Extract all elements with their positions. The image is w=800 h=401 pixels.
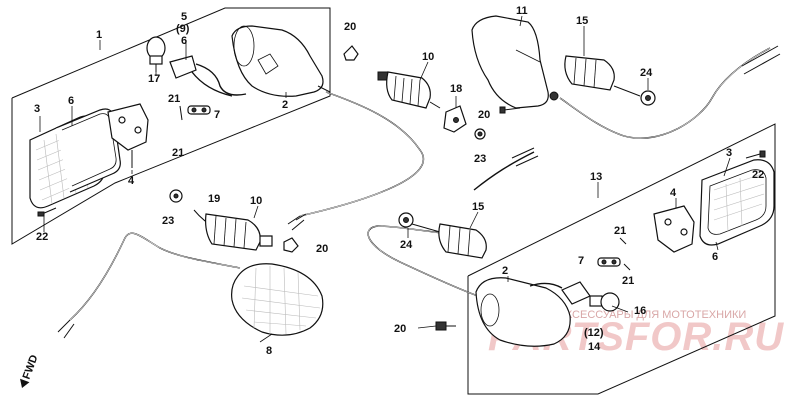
part-retainer-7-left bbox=[179, 105, 211, 121]
callout-23-rear: 23 bbox=[162, 215, 174, 227]
callout-20-rear-left: 20 bbox=[316, 243, 328, 255]
part-retainer-7-right bbox=[597, 257, 621, 267]
callout-19: 19 bbox=[208, 193, 220, 205]
part-bracket-18 bbox=[443, 105, 467, 133]
front-left-assembly-box bbox=[11, 7, 331, 245]
callout-8: 8 bbox=[266, 345, 272, 357]
fwd-label: FWD bbox=[21, 353, 41, 381]
callout-2-right: 2 bbox=[502, 265, 508, 277]
part-nut-24-center bbox=[398, 212, 414, 228]
callout-21-c: 21 bbox=[614, 225, 626, 237]
part-stem-10-rear bbox=[205, 213, 273, 251]
callout-4-right: 4 bbox=[670, 187, 677, 199]
callout-15-center: 15 bbox=[472, 201, 484, 213]
fwd-arrow-icon bbox=[20, 378, 30, 388]
part-screw-20-rear-right bbox=[435, 321, 456, 331]
part-nut-24-top bbox=[640, 90, 656, 106]
part-stem-15-top bbox=[564, 55, 641, 97]
part-lamp-left-rear bbox=[231, 263, 324, 336]
wire-ends-rear-left bbox=[57, 319, 75, 339]
callout-14: 14 bbox=[588, 341, 601, 353]
callout-7-left: 7 bbox=[214, 109, 220, 121]
wire-left-front bbox=[299, 91, 425, 217]
part-nut-23-center bbox=[474, 128, 486, 140]
callout-2-left: 2 bbox=[282, 99, 288, 111]
part-bulb-17 bbox=[146, 36, 166, 72]
callout-20-rear-right: 20 bbox=[394, 323, 406, 335]
callout-20-center: 20 bbox=[478, 109, 490, 121]
callout-12: (12) bbox=[584, 327, 604, 339]
part-stem-10-top bbox=[377, 71, 441, 109]
wire-rear-left bbox=[69, 232, 241, 321]
callout-22-left: 22 bbox=[36, 231, 48, 243]
callout-21-d: 21 bbox=[622, 275, 634, 287]
part-bracket-left bbox=[107, 103, 149, 168]
leader-lines bbox=[39, 15, 731, 343]
callout-24-top: 24 bbox=[640, 67, 653, 79]
part-lens-right bbox=[699, 159, 775, 246]
callout-10-top: 10 bbox=[422, 51, 434, 63]
callout-4-left: 4 bbox=[128, 175, 135, 187]
callout-labels: 1 5 (9) 6 17 2 3 6 21 7 21 4 22 20 10 18… bbox=[34, 5, 764, 357]
part-screw-22-right bbox=[745, 150, 766, 159]
part-housing-right-rear bbox=[475, 277, 571, 347]
callout-23-center: 23 bbox=[474, 153, 486, 165]
wire-ends-left-front bbox=[287, 213, 307, 231]
callout-11: 11 bbox=[516, 5, 528, 17]
part-grommet-20-top bbox=[343, 45, 359, 61]
callout-3-right: 3 bbox=[726, 147, 732, 159]
callout-3-left: 3 bbox=[34, 103, 40, 115]
callout-5: 5 bbox=[181, 11, 187, 23]
wire-ends-center bbox=[511, 147, 539, 167]
callout-21-b: 21 bbox=[172, 147, 184, 159]
callout-21-a: 21 bbox=[168, 93, 180, 105]
callout-6-right: 6 bbox=[712, 251, 718, 263]
part-stem-15-center bbox=[411, 223, 487, 259]
part-housing-right-front bbox=[471, 15, 559, 109]
callout-6: 6 bbox=[181, 35, 187, 47]
callout-10-rear: 10 bbox=[250, 195, 262, 207]
callout-22-right: 22 bbox=[752, 169, 764, 181]
fwd-orientation-marker: FWD bbox=[20, 353, 41, 388]
part-screw-22-left bbox=[37, 207, 57, 217]
part-socket-5 bbox=[169, 55, 247, 97]
callout-17: 17 bbox=[148, 73, 160, 85]
part-nut-23-rear bbox=[169, 189, 183, 203]
callout-1: 1 bbox=[96, 29, 102, 41]
part-screws-21-right bbox=[619, 237, 631, 271]
callout-6-left: 6 bbox=[68, 95, 74, 107]
callout-15-top: 15 bbox=[576, 15, 588, 27]
callout-18: 18 bbox=[450, 83, 462, 95]
callout-20-top: 20 bbox=[344, 21, 356, 33]
wire-center-pigtail bbox=[473, 151, 535, 191]
callout-13: 13 bbox=[590, 171, 602, 183]
callout-16: 16 bbox=[634, 305, 646, 317]
part-grommet-20-rear-left bbox=[283, 237, 299, 253]
rear-right-assembly-box bbox=[467, 123, 776, 395]
part-bracket-right bbox=[653, 205, 695, 253]
part-bulb-16 bbox=[589, 292, 620, 312]
callout-7-right: 7 bbox=[578, 255, 584, 267]
wire-ends-right-front bbox=[741, 45, 781, 75]
callout-9: (9) bbox=[176, 23, 190, 35]
callout-24-center: 24 bbox=[400, 239, 413, 251]
part-housing-left-front bbox=[231, 25, 331, 97]
